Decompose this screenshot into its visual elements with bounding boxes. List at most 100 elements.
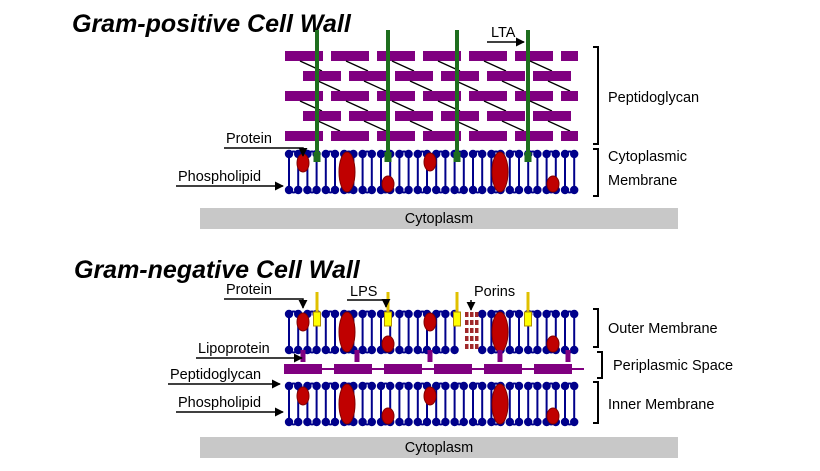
gn-inner-lipid-loop bbox=[545, 382, 557, 387]
peptidoglycan-crosslink bbox=[391, 100, 415, 112]
gn-inner-lipid-loop bbox=[398, 421, 410, 426]
porin-block bbox=[475, 328, 479, 333]
peptidoglycan-strand bbox=[441, 71, 479, 81]
lps-stalk bbox=[526, 292, 530, 312]
gn-inner-protein bbox=[296, 386, 310, 406]
gp-lipid-loop bbox=[564, 189, 575, 194]
gp-lipid-loop bbox=[288, 150, 299, 155]
peptidoglycan-strand bbox=[331, 91, 369, 101]
gp-lipid-loop bbox=[453, 189, 465, 194]
lps-anchor bbox=[384, 311, 392, 327]
porin-block bbox=[475, 344, 479, 349]
peptidoglycan-crosslink bbox=[363, 120, 387, 132]
lta-rod bbox=[386, 30, 390, 155]
peptidoglycan-crosslink bbox=[391, 60, 415, 72]
gn-inner-lipid-loop bbox=[380, 382, 391, 387]
gn-inner-lipid-loop bbox=[325, 382, 336, 387]
gn-inner-lipid-loop bbox=[527, 421, 539, 426]
gram-positive-cytoplasmic-membrane bbox=[284, 149, 579, 195]
gn-inner-lipid-loop bbox=[564, 382, 575, 387]
lipoprotein bbox=[497, 350, 503, 362]
lta-rod bbox=[455, 30, 459, 155]
porins-label: Porins bbox=[474, 284, 515, 300]
gn-outer-protein bbox=[423, 312, 437, 332]
lps-stalk bbox=[386, 292, 390, 312]
gn-outer-lipid-loop bbox=[325, 349, 336, 354]
gn-outer-lipid-loop bbox=[435, 310, 447, 315]
gp-phospholipid-label: Phospholipid bbox=[178, 169, 261, 185]
gn-outer-lipid-loop bbox=[435, 349, 447, 354]
lta-anchor bbox=[313, 152, 321, 162]
lipoprotein bbox=[354, 350, 360, 362]
peptidoglycan-strand bbox=[395, 71, 433, 81]
peptidoglycan-strand bbox=[349, 111, 387, 121]
gn-inner-lipid-loop bbox=[361, 421, 373, 426]
gp-protein-label: Protein bbox=[226, 131, 272, 147]
gn-peptidoglycan-label: Peptidoglycan bbox=[170, 367, 261, 383]
gn-inner-protein bbox=[546, 407, 560, 425]
peptidoglycan-crosslink bbox=[529, 60, 553, 72]
porin-block bbox=[465, 336, 469, 341]
gp-lipid-loop bbox=[417, 189, 428, 194]
gn-outer-lipid-head bbox=[450, 345, 459, 355]
peptidoglycan-strand bbox=[515, 131, 553, 141]
gn-inner-protein bbox=[423, 386, 437, 406]
gn-outer-lipid-loop bbox=[398, 310, 410, 315]
gn-outer-protein bbox=[381, 335, 395, 353]
peptidoglycan-crosslink bbox=[547, 120, 571, 132]
gn-outer-lipid-loop bbox=[417, 310, 428, 315]
gp-lipid-loop bbox=[435, 150, 447, 155]
gp-lipid-loop bbox=[509, 189, 520, 194]
peptidoglycan-strand bbox=[349, 71, 387, 81]
gn-outer-lipid-loop bbox=[545, 310, 557, 315]
periplasmic-space-label: Periplasmic Space bbox=[613, 358, 733, 374]
peptidoglycan-strand bbox=[533, 111, 571, 121]
peptidoglycan-strand bbox=[334, 364, 372, 374]
peptidoglycan-strand bbox=[469, 91, 507, 101]
gp-cytoplasm-label: Cytoplasm bbox=[405, 211, 474, 227]
peptidoglycan-strand bbox=[285, 91, 323, 101]
gn-outer-lipid-head bbox=[478, 309, 487, 319]
gp-lipid-loop bbox=[361, 189, 373, 194]
gn-inner-lipid-loop bbox=[417, 382, 428, 387]
gn-inner-lipid-loop bbox=[361, 382, 373, 387]
gn-outer-lipid-loop bbox=[361, 310, 373, 315]
gp-lipid-loop bbox=[472, 189, 483, 194]
outer-membrane bbox=[284, 292, 579, 355]
gn-cytoplasm-label: Cytoplasm bbox=[405, 440, 474, 456]
gn-inner-lipid-loop bbox=[527, 382, 539, 387]
gram-positive-peptidoglycan-layer bbox=[285, 51, 578, 141]
lps-arrow bbox=[347, 298, 391, 308]
peptidoglycan-strand bbox=[487, 71, 525, 81]
porin-block bbox=[470, 336, 474, 341]
inner-membrane bbox=[284, 381, 579, 427]
gp-cytoplasm-bar bbox=[200, 208, 678, 229]
gp-membrane-protein bbox=[296, 153, 310, 173]
gn-protein-arrow bbox=[224, 298, 308, 309]
gn-outer-lipid-loop bbox=[564, 310, 575, 315]
porin-block bbox=[465, 344, 469, 349]
gn-outer-lipid-loop bbox=[527, 349, 539, 354]
peptidoglycan-strand bbox=[423, 91, 461, 101]
peptidoglycan-strand bbox=[469, 131, 507, 141]
gp-lipid-loop bbox=[325, 189, 336, 194]
gp-lipid-loop bbox=[527, 189, 539, 194]
gp-lipid-loop bbox=[398, 189, 410, 194]
gp-membrane-protein bbox=[381, 175, 395, 193]
peptidoglycan-strand bbox=[423, 51, 461, 61]
lps-anchor bbox=[453, 311, 461, 327]
cytoplasmic-label-line2: Membrane bbox=[608, 173, 677, 189]
porin-block bbox=[475, 336, 479, 341]
peptidoglycan-strand bbox=[561, 91, 578, 101]
gp-membrane-protein bbox=[338, 151, 356, 193]
gn-outer-lipid-loop bbox=[288, 349, 299, 354]
gp-membrane-protein bbox=[491, 151, 509, 193]
gn-outer-protein bbox=[338, 311, 356, 353]
gn-inner-lipid-loop bbox=[509, 382, 520, 387]
peptidoglycan-crosslink bbox=[529, 100, 553, 112]
lta-rod bbox=[315, 30, 319, 155]
gp-peptidoglycan-label: Peptidoglycan bbox=[608, 90, 699, 106]
gp-membrane-protein bbox=[546, 175, 560, 193]
peptidoglycan-crosslink bbox=[317, 80, 341, 92]
lta-anchor bbox=[453, 152, 461, 162]
